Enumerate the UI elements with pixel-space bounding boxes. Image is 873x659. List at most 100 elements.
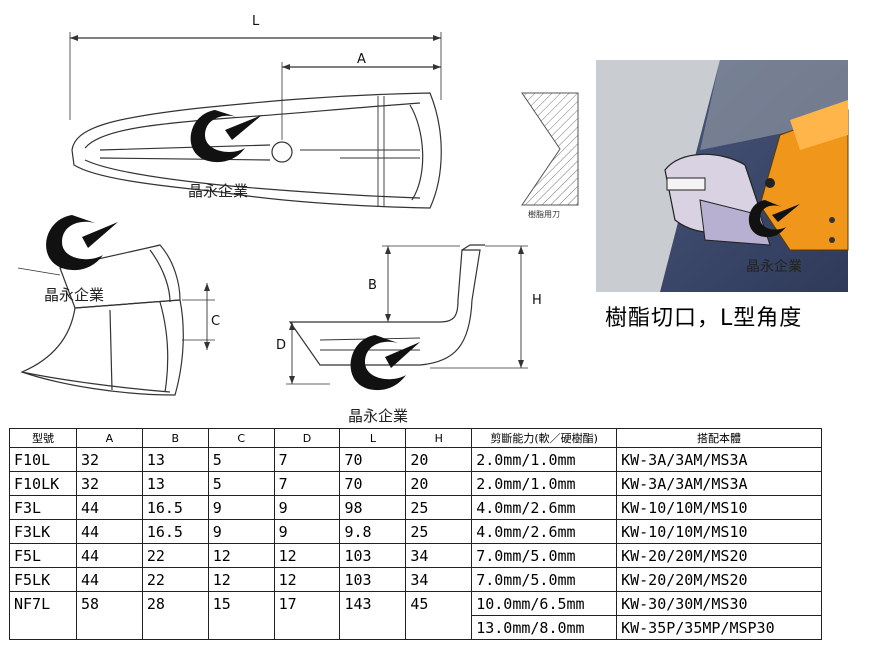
table-header-row: 型號 A B C D L H 剪斷能力(軟／硬樹酯) 搭配本體 <box>9 428 822 448</box>
table-cell <box>339 615 407 640</box>
table-cell: 5 <box>207 471 275 496</box>
company-logo-mark <box>190 110 262 163</box>
column-header: B <box>141 428 209 448</box>
table-cell: 34 <box>405 567 473 592</box>
dimension-label-a: A <box>357 52 366 67</box>
table-cell: 12 <box>207 543 275 568</box>
table-cell <box>273 615 341 640</box>
table-cell: 32 <box>75 471 143 496</box>
table-cell: 12 <box>273 567 341 592</box>
blade-top-view <box>69 32 442 209</box>
technical-drawing <box>17 32 849 396</box>
table-cell: 7 <box>273 471 341 496</box>
table-cell: 16.5 <box>141 495 209 520</box>
company-logo-mark <box>46 215 118 271</box>
table-cell: 44 <box>75 567 143 592</box>
table-cell: 9 <box>273 495 341 520</box>
table-cell <box>9 615 77 640</box>
table-cell: 22 <box>141 567 209 592</box>
table-cell: 70 <box>339 471 407 496</box>
dimension-label-h: H <box>532 293 542 308</box>
dimension-label-b: B <box>368 278 377 293</box>
table-cell: F10L <box>9 447 77 472</box>
table-cell: 17 <box>273 591 341 616</box>
table-cell <box>141 615 209 640</box>
table-cell <box>207 615 275 640</box>
watermark-text: 晶永企業 <box>188 182 249 200</box>
table-cell: 44 <box>75 495 143 520</box>
table-cell: 70 <box>339 447 407 472</box>
table-cell <box>75 615 143 640</box>
dimension-label-c: C <box>211 314 221 329</box>
blade-profile-icon <box>521 92 579 206</box>
table-cell: KW-20/20M/MS20 <box>616 567 822 592</box>
table-cell: KW-35P/35MP/MSP30 <box>616 615 822 640</box>
blade-side-view <box>286 244 528 385</box>
table-cell: 20 <box>405 471 473 496</box>
table-cell: 34 <box>405 543 473 568</box>
table-cell <box>405 615 473 640</box>
table-cell: 32 <box>75 447 143 472</box>
table-cell: 25 <box>405 495 473 520</box>
blade-jaw-view <box>17 244 215 396</box>
table-cell: 13 <box>141 471 209 496</box>
table-cell: KW-3A/3AM/MS3A <box>616 447 822 472</box>
column-header: C <box>207 428 275 448</box>
table-cell: 13.0mm/8.0mm <box>471 615 618 640</box>
table-cell: KW-30/30M/MS30 <box>616 591 822 616</box>
column-header: A <box>75 428 143 448</box>
table-cell: F5LK <box>9 567 77 592</box>
table-cell: F5L <box>9 543 77 568</box>
table-cell: 15 <box>207 591 275 616</box>
table-cell: 2.0mm/1.0mm <box>471 447 618 472</box>
table-cell: 10.0mm/6.5mm <box>471 591 618 616</box>
table-cell: 25 <box>405 519 473 544</box>
table-cell: 143 <box>339 591 407 616</box>
table-cell: 9.8 <box>339 519 407 544</box>
watermark-text: 晶永企業 <box>44 286 105 304</box>
column-header: 型號 <box>9 428 77 448</box>
table-cell: 9 <box>273 519 341 544</box>
company-logo-mark <box>350 335 420 391</box>
table-cell: 103 <box>339 543 407 568</box>
watermark-text: 晶永企業 <box>348 407 409 425</box>
column-header: D <box>273 428 341 448</box>
dimension-label-d: D <box>276 338 287 353</box>
table-cell: 9 <box>207 495 275 520</box>
table-cell: 16.5 <box>141 519 209 544</box>
product-caption: 樹酯切口，L型角度 <box>605 306 803 331</box>
table-cell: NF7L <box>9 591 77 616</box>
table-cell: 7.0mm/5.0mm <box>471 567 618 592</box>
table-cell: F10LK <box>9 471 77 496</box>
table-cell: KW-3A/3AM/MS3A <box>616 471 822 496</box>
table-cell: 45 <box>405 591 473 616</box>
table-cell: KW-10/10M/MS10 <box>616 519 822 544</box>
table-cell: 13 <box>141 447 209 472</box>
table-cell: 4.0mm/2.6mm <box>471 495 618 520</box>
watermark-text: 晶永企業 <box>746 259 802 275</box>
blade-profile-label: 樹脂用刀 <box>528 210 560 219</box>
company-logo-mark <box>748 200 800 238</box>
table-cell: 12 <box>207 567 275 592</box>
table-cell: 44 <box>75 543 143 568</box>
column-header: 剪斷能力(軟／硬樹酯) <box>471 428 618 448</box>
table-cell: 9 <box>207 519 275 544</box>
table-cell: 58 <box>75 591 143 616</box>
table-cell: F3L <box>9 495 77 520</box>
table-cell: 22 <box>141 543 209 568</box>
dimension-label-l: L <box>252 14 260 29</box>
table-cell: 103 <box>339 567 407 592</box>
3d-render-image <box>596 60 849 292</box>
table-cell: 12 <box>273 543 341 568</box>
column-header: 搭配本體 <box>616 428 822 448</box>
table-cell: 4.0mm/2.6mm <box>471 519 618 544</box>
